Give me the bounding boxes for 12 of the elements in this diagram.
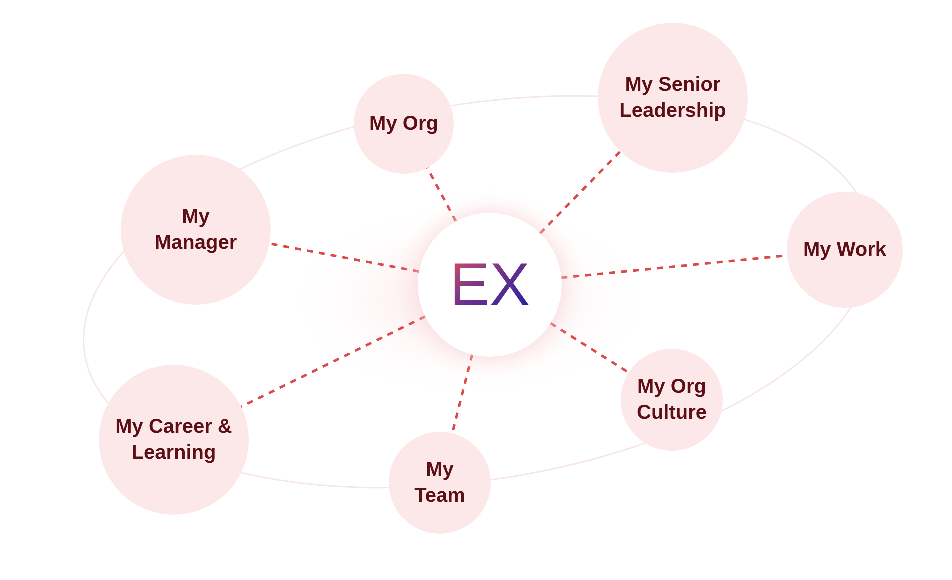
topic-label: My Manager [154,205,238,256]
dashed-connector [269,242,420,273]
dashed-connector [240,316,426,408]
dashed-connector [539,150,622,234]
topic-label: My Career & Learning [114,415,234,466]
topic-label: My Org [368,112,440,137]
dashed-connector [550,322,630,374]
dashed-connector [426,168,458,222]
topic-label: My Team [414,458,466,509]
topic-label: My Org Culture [636,375,708,426]
topic-label: My Work [802,238,888,263]
topic-label: My Senior Leadership [618,73,728,124]
